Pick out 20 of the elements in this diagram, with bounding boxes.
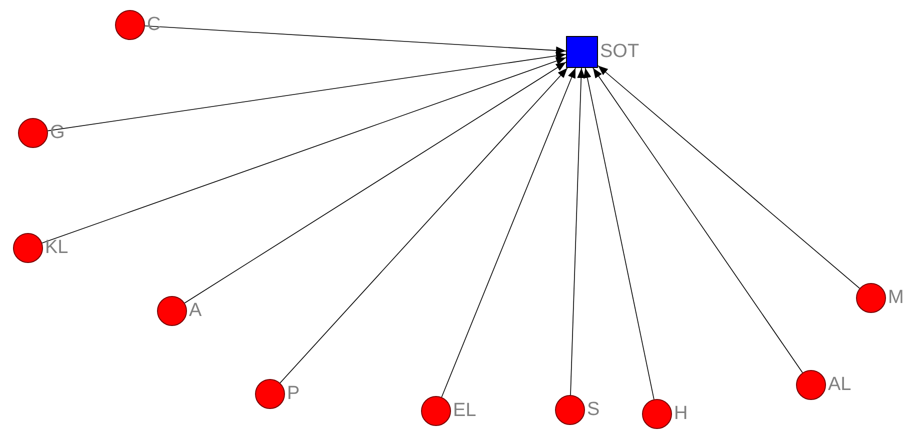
arrow — [42, 57, 566, 244]
arrow — [441, 68, 576, 398]
node-label: S — [587, 400, 600, 419]
arrow — [598, 65, 860, 289]
arrow — [184, 62, 566, 304]
node-label: KL — [45, 238, 68, 257]
arrow — [570, 68, 586, 396]
node-label: H — [674, 404, 688, 423]
square-node — [566, 36, 598, 68]
arrow — [592, 68, 803, 374]
node-label: P — [287, 384, 300, 403]
node-label: M — [888, 288, 904, 307]
arrow — [47, 52, 566, 132]
node-label: EL — [453, 401, 476, 420]
node-label: SOT — [600, 42, 640, 61]
arrow — [144, 26, 566, 54]
node-label: A — [189, 301, 202, 320]
node-label: AL — [828, 375, 852, 394]
arrow — [280, 68, 568, 384]
arrow — [583, 68, 654, 400]
